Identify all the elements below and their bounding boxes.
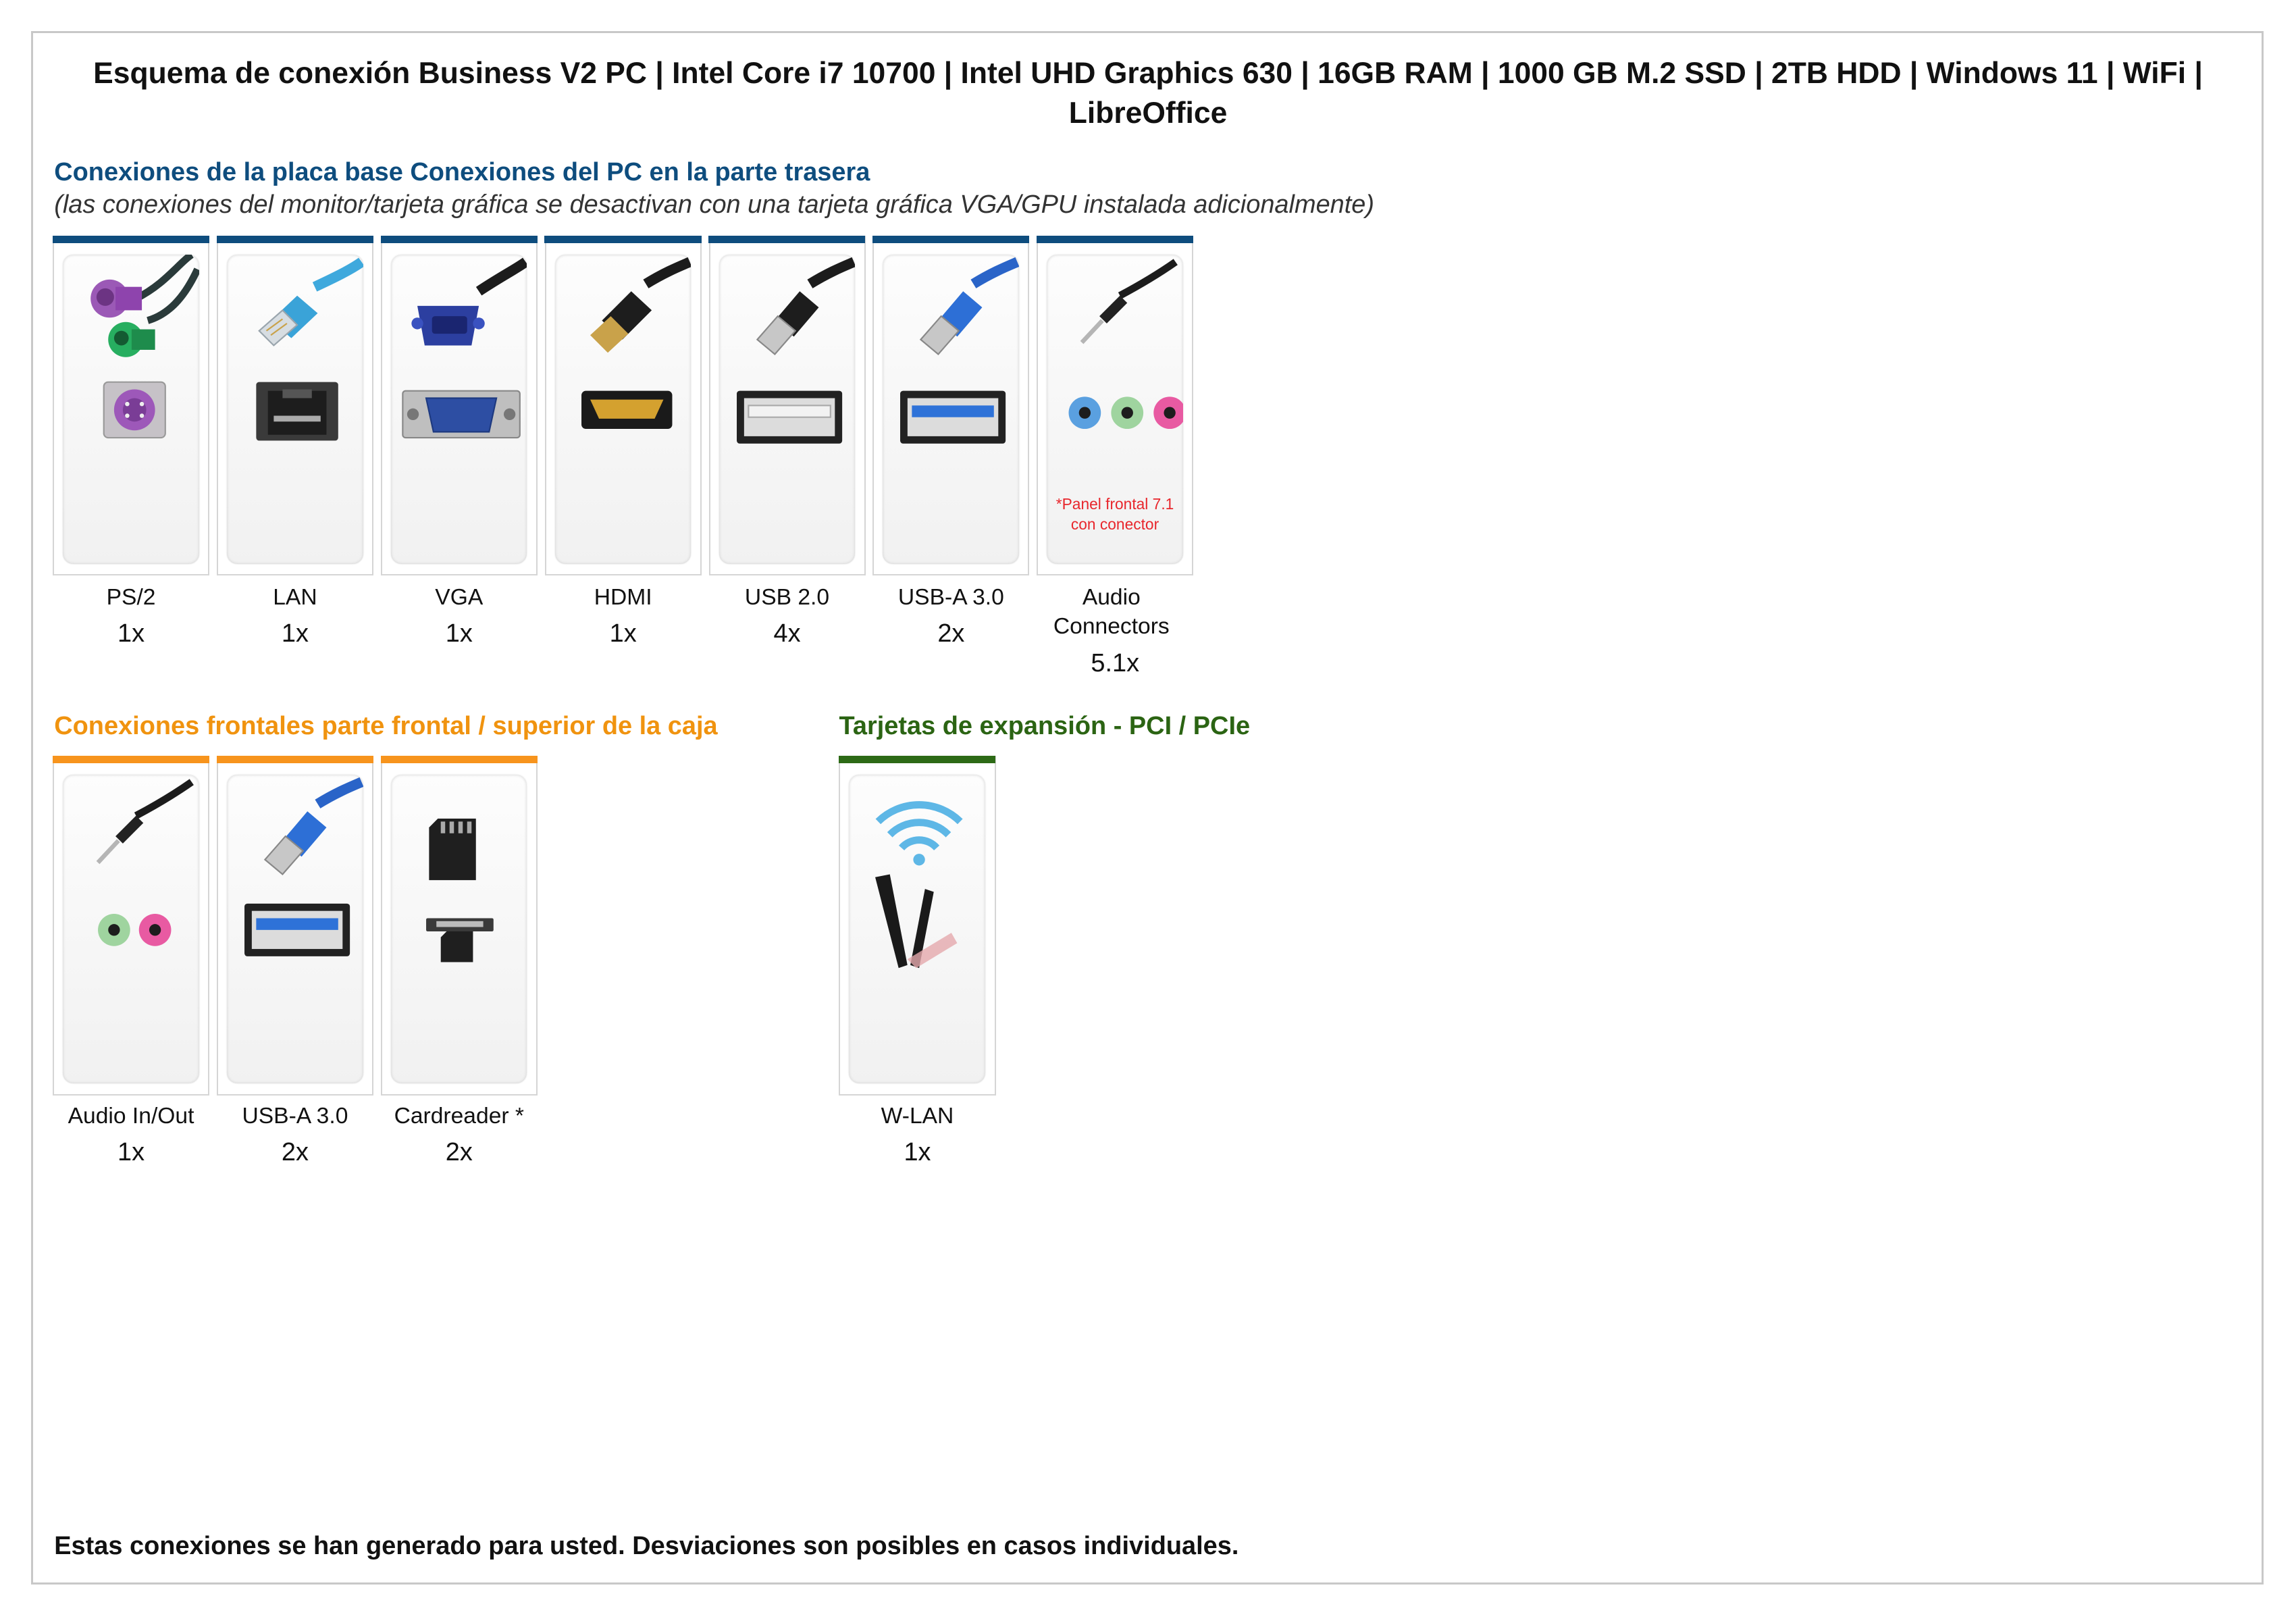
usb3-icon bbox=[244, 777, 363, 956]
count-hdmi: 1x bbox=[609, 619, 637, 648]
label-cardreader: Cardreader * bbox=[394, 1103, 524, 1129]
count-wlan: 1x bbox=[904, 1137, 931, 1166]
expansion-cards-heading: Tarjetas de expansión - PCI / PCIe bbox=[839, 711, 1251, 740]
label-vga: VGA bbox=[435, 585, 484, 611]
card-front-usb3 bbox=[216, 755, 373, 1096]
footer-disclaimer: Estas conexiones se han generado para us… bbox=[54, 1532, 1239, 1561]
audio-connectors-icon bbox=[1068, 259, 1183, 430]
hdmi-icon bbox=[581, 257, 692, 430]
label-wlan: W-LAN bbox=[881, 1103, 954, 1129]
ps2-icon bbox=[90, 255, 199, 439]
front-connections-heading: Conexiones frontales parte frontal / sup… bbox=[54, 711, 718, 740]
count-audio-in-out: 1x bbox=[118, 1137, 145, 1166]
count-vga: 1x bbox=[445, 619, 473, 648]
card-hdmi bbox=[544, 235, 702, 576]
cardreader-icon bbox=[425, 818, 494, 962]
card-usb3 bbox=[872, 235, 1030, 576]
count-lan: 1x bbox=[281, 619, 309, 648]
usb3-icon bbox=[900, 257, 1020, 444]
lan-icon bbox=[256, 257, 363, 441]
count-audio-connectors: 5.1x bbox=[1091, 648, 1140, 677]
audio-front-panel-note: *Panel frontal 7.1 con conector bbox=[1055, 494, 1174, 533]
label-ps2: PS/2 bbox=[106, 585, 156, 611]
rear-connections-subtitle: (las conexiones del monitor/tarjeta gráf… bbox=[54, 190, 1375, 219]
page-title: Esquema de conexión Business V2 PC | Int… bbox=[93, 57, 2203, 130]
vga-icon bbox=[402, 257, 527, 439]
usb2-icon bbox=[736, 257, 856, 444]
card-lan bbox=[216, 235, 373, 576]
card-vga bbox=[380, 235, 538, 576]
count-usb2: 4x bbox=[773, 619, 801, 648]
count-cardreader: 2x bbox=[445, 1137, 473, 1166]
label-front-usb3: USB-A 3.0 bbox=[242, 1103, 348, 1129]
count-usb3: 2x bbox=[937, 619, 965, 648]
page-frame bbox=[30, 30, 2264, 1585]
wlan-icon bbox=[875, 801, 964, 969]
audio-in-out-icon bbox=[96, 779, 194, 946]
label-audio-connectors: Audio Connectors bbox=[1053, 585, 1170, 640]
label-audio-in-out: Audio In/Out bbox=[68, 1103, 194, 1129]
count-ps2: 1x bbox=[118, 619, 145, 648]
label-usb2: USB 2.0 bbox=[744, 585, 830, 611]
label-usb3: USB-A 3.0 bbox=[897, 585, 1004, 611]
card-audio-connectors: *Panel frontal 7.1 con conector bbox=[1037, 235, 1194, 576]
card-ps2 bbox=[52, 235, 210, 576]
card-audio-in-out bbox=[52, 755, 210, 1096]
label-hdmi: HDMI bbox=[594, 585, 652, 611]
card-wlan bbox=[839, 755, 996, 1096]
label-lan: LAN bbox=[273, 585, 317, 611]
card-cardreader bbox=[380, 755, 538, 1096]
rear-connections-heading: Conexiones de la placa base Conexiones d… bbox=[54, 158, 870, 187]
count-front-usb3: 2x bbox=[281, 1137, 309, 1166]
card-usb2 bbox=[708, 235, 866, 576]
